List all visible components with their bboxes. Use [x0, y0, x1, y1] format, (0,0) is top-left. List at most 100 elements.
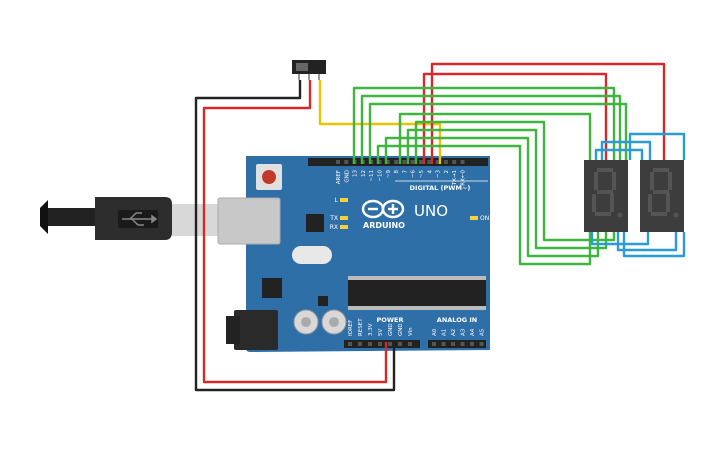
- pin-hole[interactable]: [419, 160, 423, 164]
- usb-cable[interactable]: [40, 197, 220, 240]
- pin-hole[interactable]: [344, 160, 349, 164]
- wire-blue-1[interactable]: [594, 148, 644, 160]
- reset-button[interactable]: [262, 170, 276, 184]
- pin-hole[interactable]: [432, 342, 436, 346]
- led-tx-label: TX: [329, 215, 338, 222]
- wire-black-gnd[interactable]: [194, 80, 396, 392]
- status-leds: L TX RX ON: [329, 197, 489, 231]
- seven-segment-display-1[interactable]: [584, 160, 628, 232]
- pin-hole[interactable]: [427, 160, 432, 164]
- wire-blue-6[interactable]: [622, 232, 686, 258]
- usb-b-port: [217, 197, 281, 245]
- pin-label: ~10: [378, 170, 384, 182]
- pin-label: 2: [444, 170, 450, 174]
- pin-hole[interactable]: [460, 160, 465, 164]
- led-l-label: L: [335, 197, 339, 204]
- pin-hole[interactable]: [470, 342, 474, 346]
- pin-hole[interactable]: [358, 342, 362, 346]
- pin-hole[interactable]: [443, 160, 448, 164]
- pin-label: 5V: [378, 329, 384, 336]
- pin-label: RX←0: [461, 170, 467, 186]
- usb-chip: [306, 214, 324, 232]
- wire-green-2[interactable]: [360, 94, 622, 164]
- pin-hole[interactable]: [410, 160, 415, 164]
- pin-label: 4: [427, 170, 433, 174]
- led-tx: [340, 216, 348, 220]
- pin-hole[interactable]: [336, 160, 340, 164]
- pin-label: ~9: [386, 170, 392, 179]
- board-name: UNO: [414, 202, 448, 220]
- led-on: [470, 216, 478, 220]
- pin-hole[interactable]: [479, 342, 484, 346]
- pin-label: Vin: [408, 327, 414, 336]
- pin-hole[interactable]: [402, 160, 407, 164]
- wire-green-6[interactable]: [398, 112, 592, 164]
- capacitor-1-top: [301, 317, 311, 327]
- wire-green-1[interactable]: [352, 86, 616, 164]
- display-1-segments: [592, 168, 623, 218]
- pin-hole[interactable]: [368, 342, 372, 346]
- switch-pin-1: [298, 74, 300, 80]
- wire-blue-3[interactable]: [628, 132, 686, 160]
- pin-label: A0: [432, 328, 438, 336]
- digital-header-label: DIGITAL (PWM~): [410, 184, 471, 192]
- led-on-label: ON: [480, 215, 489, 222]
- brand-label: ARDUINO: [363, 221, 405, 230]
- power-jack-front: [226, 316, 240, 344]
- switch-knob[interactable]: [296, 63, 308, 71]
- slide-switch[interactable]: [292, 60, 326, 80]
- wire-green-5[interactable]: [384, 136, 600, 258]
- wire-red-display-1[interactable]: [422, 72, 608, 164]
- pin-hole[interactable]: [378, 342, 382, 346]
- pin-hole[interactable]: [388, 342, 392, 346]
- pin-hole[interactable]: [377, 160, 382, 164]
- pin-label: A2: [451, 329, 457, 336]
- arduino-logo-icon: [361, 199, 405, 219]
- wire-red-5v[interactable]: [202, 80, 388, 384]
- wire-green-8[interactable]: [414, 120, 616, 242]
- usb-cable-end: [40, 200, 48, 234]
- pin-label: ~6: [411, 170, 417, 179]
- pin-hole[interactable]: [408, 342, 412, 346]
- pin-hole[interactable]: [460, 342, 465, 346]
- pin-hole[interactable]: [398, 342, 402, 346]
- pin-label: A1: [442, 329, 448, 336]
- usb-icon: [122, 212, 158, 226]
- wire-green-4[interactable]: [376, 144, 592, 266]
- power-jack: [234, 310, 278, 350]
- switch-pin-2: [308, 74, 310, 80]
- wire-green-3[interactable]: [368, 102, 628, 164]
- atmega-pins-bottom: [348, 306, 486, 310]
- pin-label: TX→1: [452, 170, 458, 186]
- seven-segment-display-2[interactable]: [640, 160, 684, 232]
- pin-hole[interactable]: [441, 342, 446, 346]
- led-rx: [340, 225, 348, 229]
- pin-label: ~3: [436, 170, 442, 179]
- pin-hole[interactable]: [348, 342, 352, 346]
- wire-blue-4[interactable]: [590, 232, 650, 246]
- pin-hole[interactable]: [385, 160, 390, 164]
- pin-hole[interactable]: [451, 342, 455, 346]
- pin-label: A4: [470, 328, 476, 336]
- pin-hole[interactable]: [394, 160, 399, 164]
- pin-label: RESET: [358, 318, 364, 336]
- pin-label: A3: [461, 328, 467, 336]
- crystal: [292, 246, 332, 264]
- wire-blue-5[interactable]: [616, 232, 678, 252]
- switch-pin-3: [318, 74, 320, 80]
- pin-hole[interactable]: [435, 160, 440, 164]
- regulator: [262, 278, 282, 298]
- wire-yellow-signal[interactable]: [318, 80, 442, 164]
- pin-label: GND: [388, 323, 394, 336]
- small-ic: [318, 296, 328, 306]
- pin-hole[interactable]: [452, 160, 457, 164]
- wire-green-7[interactable]: [406, 128, 608, 250]
- usb-cable-tail: [40, 208, 100, 226]
- wire-blue-2[interactable]: [600, 140, 652, 160]
